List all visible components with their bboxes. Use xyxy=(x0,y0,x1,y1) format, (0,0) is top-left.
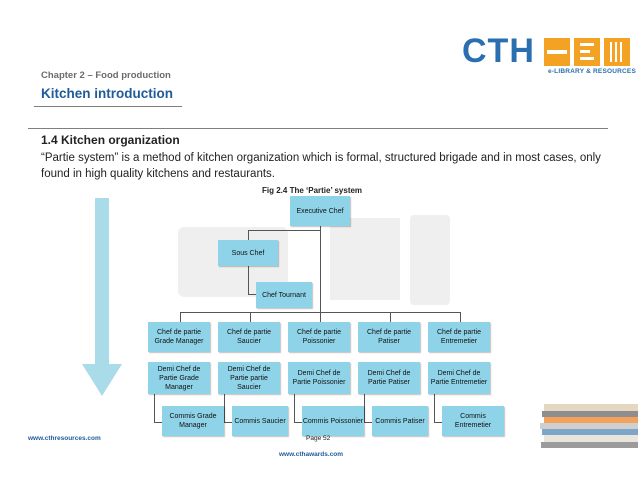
node-partie-patiser: Chef de partie Patiser xyxy=(358,322,420,352)
node-demi-entremetier: Demi Chef de Partie Entremetier xyxy=(428,362,490,394)
node-partie-saucier: Chef de partie Saucier xyxy=(218,322,280,352)
node-commis-garde-manager: Commis Grade Manager xyxy=(162,406,224,436)
node-demi-garde-manager: Demi Chef de Partie Grade Manager xyxy=(148,362,210,394)
books-image xyxy=(538,398,638,454)
logo-text: CTH xyxy=(462,32,535,70)
node-commis-patiser: Commis Patiser xyxy=(372,406,428,436)
chapter-label: Chapter 2 – Food production xyxy=(41,70,171,81)
connector xyxy=(248,266,249,294)
node-commis-saucier: Commis Saucier xyxy=(232,406,288,436)
page-number: Page 52 xyxy=(306,435,330,442)
intro-paragraph: “Partie system” is a method of kitchen o… xyxy=(41,150,601,182)
connector xyxy=(364,422,372,423)
logo-subtitle: e-LIBRARY & RESOURCES xyxy=(548,68,636,75)
header-divider xyxy=(34,106,182,107)
connector xyxy=(434,394,435,422)
connector xyxy=(180,312,181,322)
connector xyxy=(248,230,249,240)
node-partie-garde-manager: Chef de partie Grade Manager xyxy=(148,322,210,352)
node-commis-entremetier: Commis Entremetier xyxy=(442,406,504,436)
watermark-shape-right xyxy=(410,215,450,305)
node-partie-entremetier: Chef de partie Entremetier xyxy=(428,322,490,352)
down-arrow-icon xyxy=(80,198,124,398)
footer-resources-link[interactable]: www.cthresources.com xyxy=(28,435,101,442)
node-sous-chef: Sous Chef xyxy=(218,240,278,266)
connector xyxy=(294,394,295,422)
cth-logo: CTH xyxy=(462,34,535,68)
connector xyxy=(294,422,302,423)
section-title: Kitchen introduction xyxy=(41,86,173,101)
connector xyxy=(364,394,365,422)
node-demi-patiser: Demi Chef de Partie Patiser xyxy=(358,362,420,394)
connector xyxy=(224,394,225,422)
node-chef-tournant: Chef Tournant xyxy=(256,282,312,308)
logo-icons xyxy=(544,38,634,68)
node-demi-poissonier: Demi Chef de Partie Poissonier xyxy=(288,362,350,394)
connector xyxy=(390,312,391,322)
watermark-shape-mid xyxy=(330,218,400,300)
connector xyxy=(224,422,232,423)
connector xyxy=(180,312,460,313)
figure-caption: Fig 2.4 The ‘Partie’ system xyxy=(262,186,362,195)
connector xyxy=(248,294,256,295)
connector xyxy=(434,422,442,423)
node-partie-poissonier: Chef de partie Poissonier xyxy=(288,322,350,352)
subsection-heading: 1.4 Kitchen organization xyxy=(41,133,180,147)
node-commis-poissonier: Commis Poissonier xyxy=(302,406,364,436)
footer-awards-link[interactable]: www.cthawards.com xyxy=(279,451,343,458)
connector xyxy=(460,312,461,322)
connector xyxy=(154,422,162,423)
connector xyxy=(250,312,251,322)
connector xyxy=(154,394,155,422)
node-demi-saucier: Demi Chef de Partie partie Saucier xyxy=(218,362,280,394)
content-divider xyxy=(28,128,608,129)
node-executive-chef: Executive Chef xyxy=(290,196,350,226)
connector xyxy=(248,230,320,231)
connector xyxy=(320,226,321,323)
